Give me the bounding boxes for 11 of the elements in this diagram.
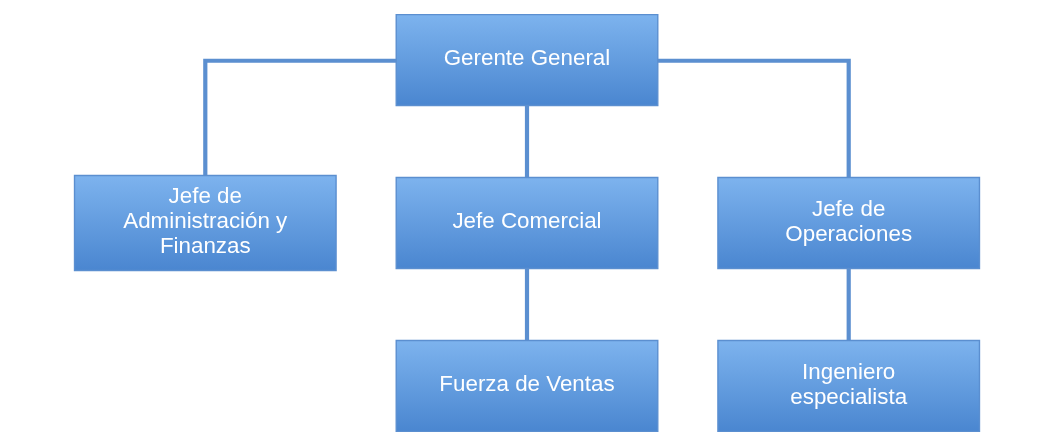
node-box: Jefe de Administración y Finanzas — [73, 174, 337, 271]
connector — [524, 105, 529, 177]
node-box: Fuerza de Ventas — [395, 339, 658, 432]
node-box: Gerente General — [395, 13, 658, 106]
connector — [202, 58, 396, 175]
connector — [846, 268, 851, 340]
node-box: Jefe Comercial — [395, 176, 658, 269]
node-box: Ingeniero especialista — [716, 339, 980, 432]
node-box: Jefe de Operaciones — [716, 176, 980, 269]
connector — [657, 58, 851, 177]
connector — [524, 268, 529, 340]
